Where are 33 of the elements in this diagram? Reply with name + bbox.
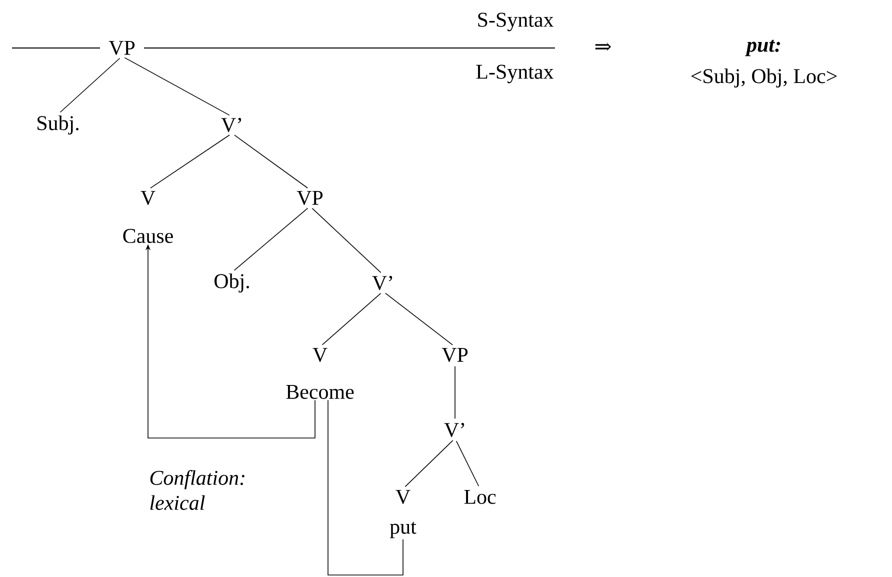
level-label: L-Syntax [476, 64, 554, 84]
tree-label: V’ [372, 276, 392, 290]
argument-structure: <Subj, Obj, Loc> [691, 68, 837, 88]
implies-symbol: ⇒ [595, 42, 612, 52]
branch-line [454, 366, 456, 420]
tree-label: VP [296, 190, 323, 206]
tree-label: V [396, 490, 410, 504]
tree-label: Subj. [38, 115, 78, 135]
branch-line [384, 292, 454, 346]
branch-line [404, 440, 454, 488]
tree-label: V’ [444, 422, 464, 438]
annotation: Conflation: lexical [150, 470, 244, 510]
branch-line [60, 58, 120, 113]
branch-line [312, 208, 382, 273]
level-label: S-Syntax [478, 12, 554, 32]
branch-line [234, 134, 308, 188]
tree-label: Cause [123, 228, 173, 244]
tree-label: VP [108, 40, 135, 56]
tree-label: V [312, 348, 328, 362]
conflation-line [328, 400, 404, 576]
tree-label: V’ [221, 118, 242, 132]
branch-line [456, 440, 480, 487]
tree-label: Obj. [214, 273, 249, 293]
tree-label: put [390, 522, 416, 538]
branch-line [150, 134, 230, 188]
tree-label: V [140, 190, 156, 206]
tree-label: VP [442, 348, 468, 362]
tree-label: Become [286, 385, 354, 399]
lexical-entry: put: [745, 40, 780, 56]
tree-label: Loc [464, 490, 496, 504]
branch-line [322, 292, 382, 346]
branch-line [124, 57, 230, 116]
branch-line [234, 208, 308, 271]
